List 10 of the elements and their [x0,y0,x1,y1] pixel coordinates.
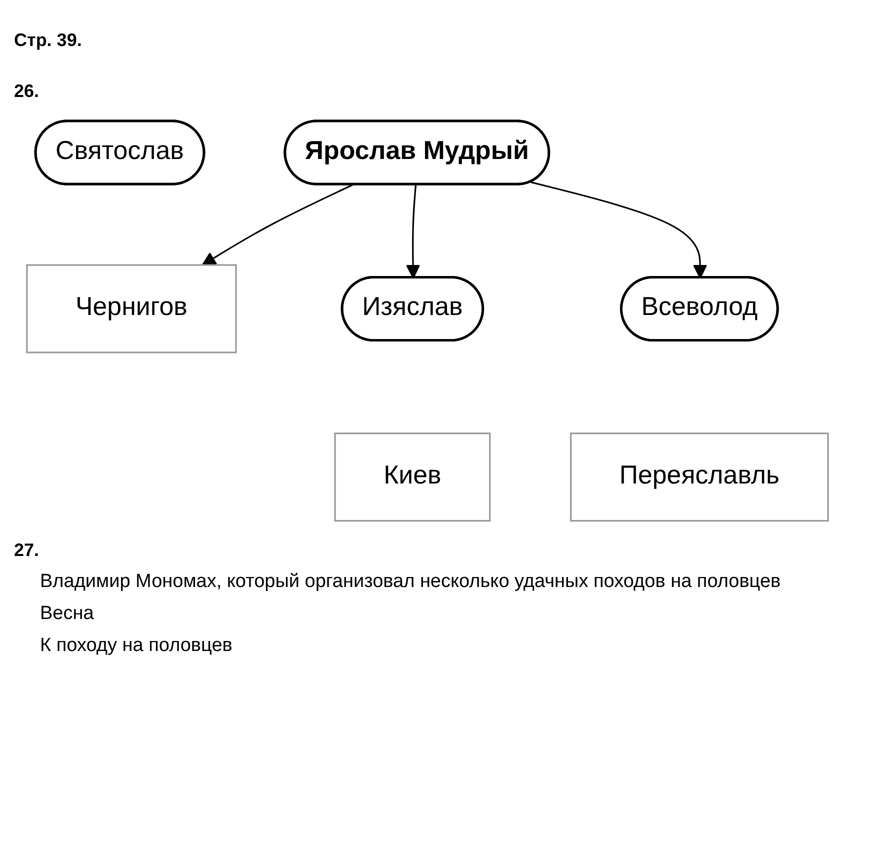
answer-text: Владимир Мономах, который организовал несколько удачных походов на половцев [40,570,782,593]
node-box: Чернигов [26,264,237,354]
task-number: 27. [14,540,40,561]
task-number: 26. [14,81,40,102]
answer-text: Весна [40,602,95,625]
page-title: Стр. 39. [14,30,83,51]
answer-text: К походу на половцев [40,634,234,657]
arrow [202,184,353,266]
node-box: Киев [334,432,491,522]
node-box: Переяславль [570,432,829,522]
